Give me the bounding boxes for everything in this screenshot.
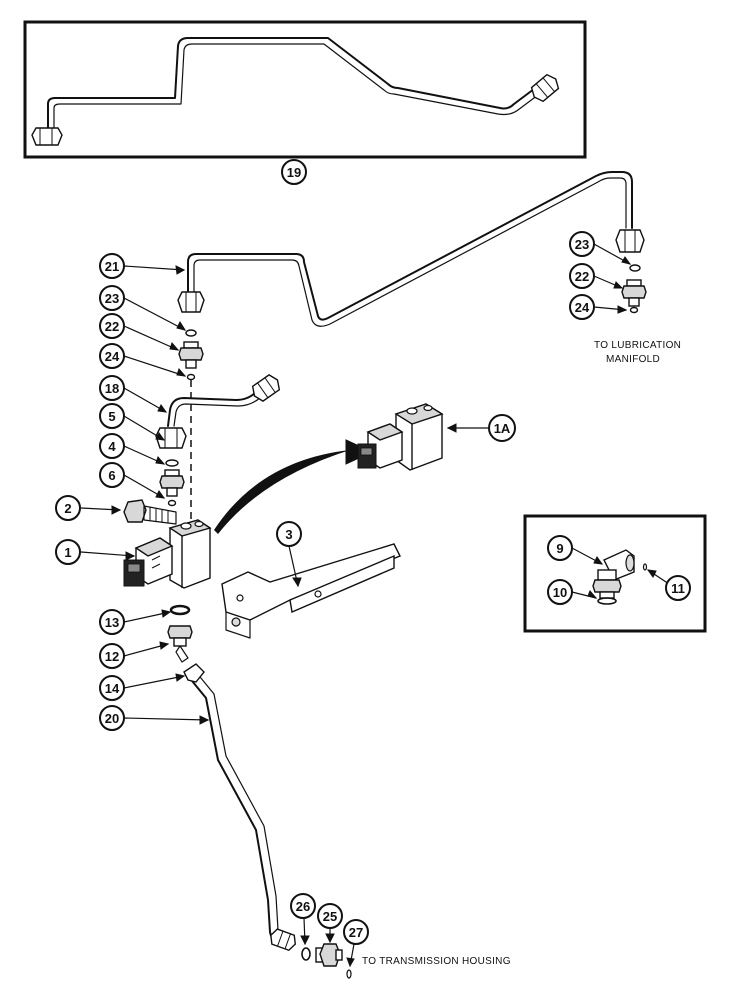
svg-text:23: 23 (575, 237, 589, 252)
callout-19: 19 (281, 159, 307, 185)
callout-2: 2 (55, 495, 122, 521)
svg-text:11: 11 (671, 581, 685, 596)
svg-text:5: 5 (108, 409, 115, 424)
callout-23-right: 23 (569, 231, 632, 265)
svg-text:27: 27 (349, 925, 363, 940)
callout-22-right: 22 (569, 263, 624, 289)
callout-1: 1 (55, 539, 136, 565)
callout-9: 9 (547, 535, 604, 565)
svg-text:22: 22 (575, 269, 589, 284)
callout-5: 5 (99, 403, 166, 441)
callout-23-left: 23 (99, 285, 187, 331)
svg-text:4: 4 (108, 439, 116, 454)
svg-text:24: 24 (575, 300, 590, 315)
callout-4: 4 (99, 433, 166, 465)
note-lubrication-line1: TO LUBRICATION (594, 340, 681, 351)
svg-text:20: 20 (105, 711, 119, 726)
svg-text:24: 24 (105, 349, 120, 364)
callout-12: 12 (99, 641, 170, 669)
callout-3: 3 (276, 521, 302, 588)
callout-21: 21 (99, 253, 186, 279)
right-fitting-stack (621, 264, 647, 314)
hose-20 (183, 663, 297, 952)
callout-26: 26 (290, 893, 316, 946)
tube-21 (177, 171, 645, 327)
callout-11: 11 (646, 569, 691, 601)
tube-18 (155, 374, 281, 449)
callout-1A: 1A (446, 414, 516, 442)
svg-text:13: 13 (105, 615, 119, 630)
callout-20: 20 (99, 705, 210, 731)
swoop-arrow (214, 439, 374, 534)
callout-27: 27 (343, 919, 369, 968)
callout-10: 10 (547, 579, 598, 605)
note-lubrication-line2: MANIFOLD (606, 354, 660, 365)
bracket-3 (221, 543, 401, 639)
left-fitting-stack (178, 329, 204, 381)
valve-1 (123, 519, 212, 589)
svg-text:2: 2 (64, 501, 71, 516)
svg-text:18: 18 (105, 381, 119, 396)
svg-text:22: 22 (105, 319, 119, 334)
callout-18: 18 (99, 375, 168, 413)
svg-text:25: 25 (323, 909, 337, 924)
valve-1A (357, 403, 444, 471)
svg-text:3: 3 (285, 527, 292, 542)
bolt-2 (123, 499, 177, 525)
svg-text:6: 6 (108, 468, 115, 483)
middle-fitting-stack (159, 459, 185, 507)
svg-text:10: 10 (553, 585, 567, 600)
svg-text:1: 1 (64, 545, 71, 560)
callout-24-left: 24 (99, 343, 187, 377)
note-transmission: TO TRANSMISSION HOUSING (362, 956, 511, 967)
svg-text:12: 12 (105, 649, 119, 664)
callout-25: 25 (317, 903, 343, 944)
oring-26 (301, 947, 311, 961)
inset-tube-19 (23, 20, 587, 159)
callout-19-label: 19 (287, 165, 301, 180)
svg-text:14: 14 (105, 681, 120, 696)
callout-22-left: 22 (99, 313, 180, 351)
fitting-12 (167, 625, 193, 663)
callout-6: 6 (99, 462, 166, 499)
washer-13 (169, 604, 191, 616)
svg-text:1A: 1A (494, 421, 511, 436)
fitting-25 (315, 943, 343, 967)
svg-text:21: 21 (105, 259, 119, 274)
svg-text:26: 26 (296, 899, 310, 914)
callout-24-right: 24 (569, 294, 628, 320)
callout-13: 13 (99, 609, 172, 635)
svg-text:9: 9 (556, 541, 563, 556)
callout-14: 14 (99, 673, 186, 701)
svg-text:23: 23 (105, 291, 119, 306)
oring-27 (346, 969, 352, 979)
inset-elbow-fitting (523, 514, 707, 633)
